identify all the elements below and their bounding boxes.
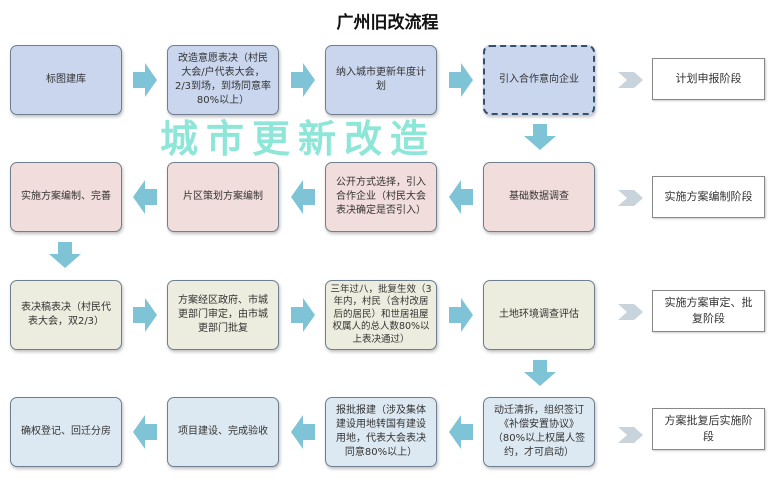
step-registration: 确权登记、回迁分房: [10, 397, 122, 467]
step-select-partner: 公开方式选择，引入合作企业（村民大会表决确定是否引入）: [325, 162, 437, 232]
arrow-right-icon: [449, 298, 473, 332]
step-land-assessment: 土地环境调查评估: [483, 280, 595, 350]
arrow-left-icon: [291, 180, 315, 214]
step-permit: 报批报建（涉及集体建设用地转国有建设用地，代表大会表决同意80%以上）: [325, 397, 437, 467]
arrow-left-icon: [133, 180, 157, 214]
stage-plan-application: 计划申报阶段: [652, 58, 765, 100]
arrow-right-icon: [133, 298, 157, 332]
chevron-right-icon: [618, 72, 643, 88]
arrow-down-icon: [524, 360, 556, 386]
arrow-right-icon: [291, 63, 315, 97]
step-map-database: 标图建库: [10, 45, 122, 115]
stage-implementation: 方案批复后实施阶段: [652, 408, 765, 450]
arrow-left-icon: [449, 415, 473, 449]
arrow-down-icon: [49, 242, 81, 268]
arrow-left-icon: [133, 415, 157, 449]
step-construction: 项目建设、完成验收: [167, 397, 279, 467]
chevron-right-icon: [618, 304, 643, 320]
step-plan-drafting: 实施方案编制、完善: [10, 162, 122, 232]
step-area-planning: 片区策划方案编制: [167, 162, 279, 232]
step-draft-vote: 表决稿表决（村民代表大会，双2/3）: [10, 280, 122, 350]
step-gov-approval: 方案经区政府、市城更部门审定，由市城更部门批复: [167, 280, 279, 350]
step-demolition: 动迁清拆，组织签订《补偿安置协议》（80%以上权属人签约，才可启动）: [483, 397, 595, 467]
arrow-left-icon: [449, 180, 473, 214]
step-willingness-vote: 改造意愿表决（村民大会/户代表大会，2/3到场，到场同意率80%以上）: [167, 45, 279, 115]
arrow-left-icon: [291, 415, 315, 449]
step-data-survey: 基础数据调查: [483, 162, 595, 232]
step-introduce-partner: 引入合作意向企业: [483, 45, 595, 115]
arrow-right-icon: [449, 63, 473, 97]
diagram-title: 广州旧改流程: [336, 13, 439, 33]
stage-plan-approval: 实施方案审定、批复阶段: [652, 290, 765, 332]
step-annual-plan: 纳入城市更新年度计划: [325, 45, 437, 115]
step-approval-effective: 三年过八，批复生效（3年内，村民（含村改居后的居民）和世居祖屋权属人的总人数80…: [325, 280, 437, 350]
arrow-down-icon: [524, 124, 556, 150]
chevron-right-icon: [618, 190, 643, 206]
stage-plan-drafting: 实施方案编制阶段: [652, 176, 765, 218]
arrow-right-icon: [291, 298, 315, 332]
arrow-right-icon: [133, 63, 157, 97]
chevron-right-icon: [618, 427, 643, 443]
